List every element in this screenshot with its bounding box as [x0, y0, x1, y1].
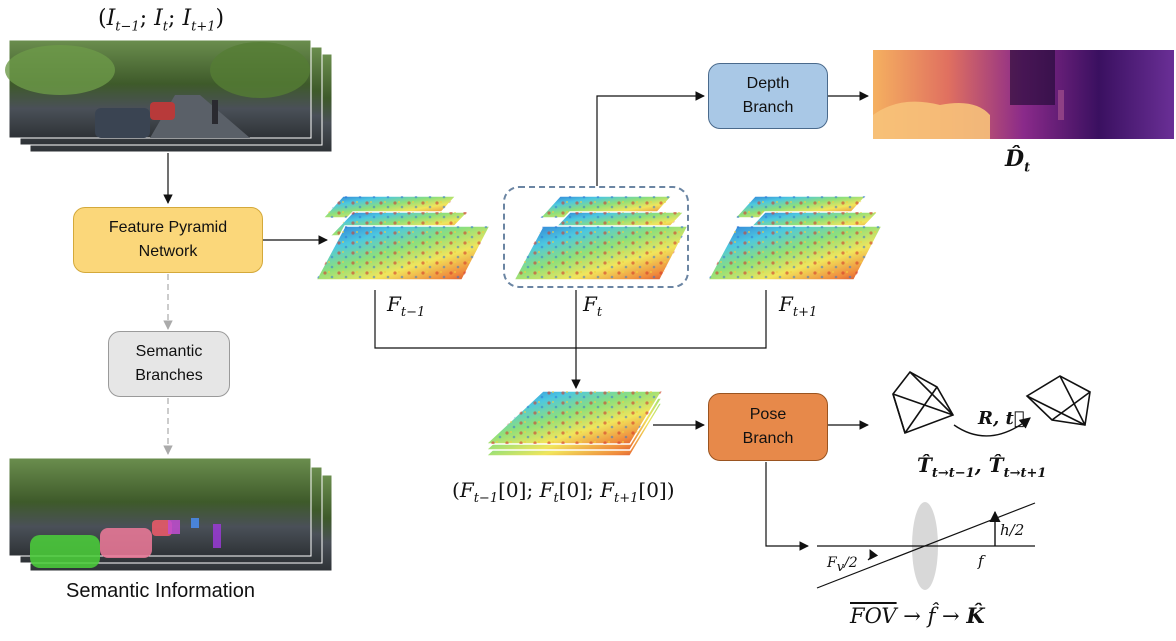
input-image-stack	[5, 39, 333, 153]
depth-output-label: D̂t	[1005, 146, 1031, 176]
feature-stack-curr	[512, 195, 690, 281]
pose-output-label: T̂t→t−1, T̂t→t+1	[917, 453, 1047, 481]
fov-chain-label: FOV → f̂ → K̂	[850, 603, 985, 628]
fused-feature-label: (Ft−1[0]; Ft[0]; Ft+1[0])	[452, 478, 675, 506]
lens-diagram	[816, 502, 1036, 590]
rotation-translation-label: R, t⃗	[978, 408, 1025, 429]
connectors	[163, 91, 869, 551]
motion-arrow	[953, 417, 1031, 437]
camera-frustum-right	[1025, 375, 1091, 426]
current-feature-highlight	[503, 186, 689, 288]
lens-fov-label: Fv/2	[827, 555, 858, 575]
feature-stack-prev	[314, 195, 492, 281]
lens-focal-label: f	[978, 552, 984, 570]
feature-stack-fused	[484, 390, 664, 457]
semantic-caption: Semantic Information	[66, 580, 255, 602]
semantic-image-stack	[8, 457, 333, 572]
feature-stack-next	[706, 195, 884, 281]
feature-label-prev: Ft−1	[387, 292, 426, 320]
camera-frustum-left	[892, 370, 955, 435]
lens-half-height-label: h/2	[1000, 521, 1025, 539]
input-frames-label: (It−1; It; It+1)	[98, 6, 225, 35]
feature-label-next: Ft+1	[779, 292, 818, 320]
feature-label-curr: Ft	[583, 292, 603, 320]
depth-map	[873, 50, 1174, 139]
